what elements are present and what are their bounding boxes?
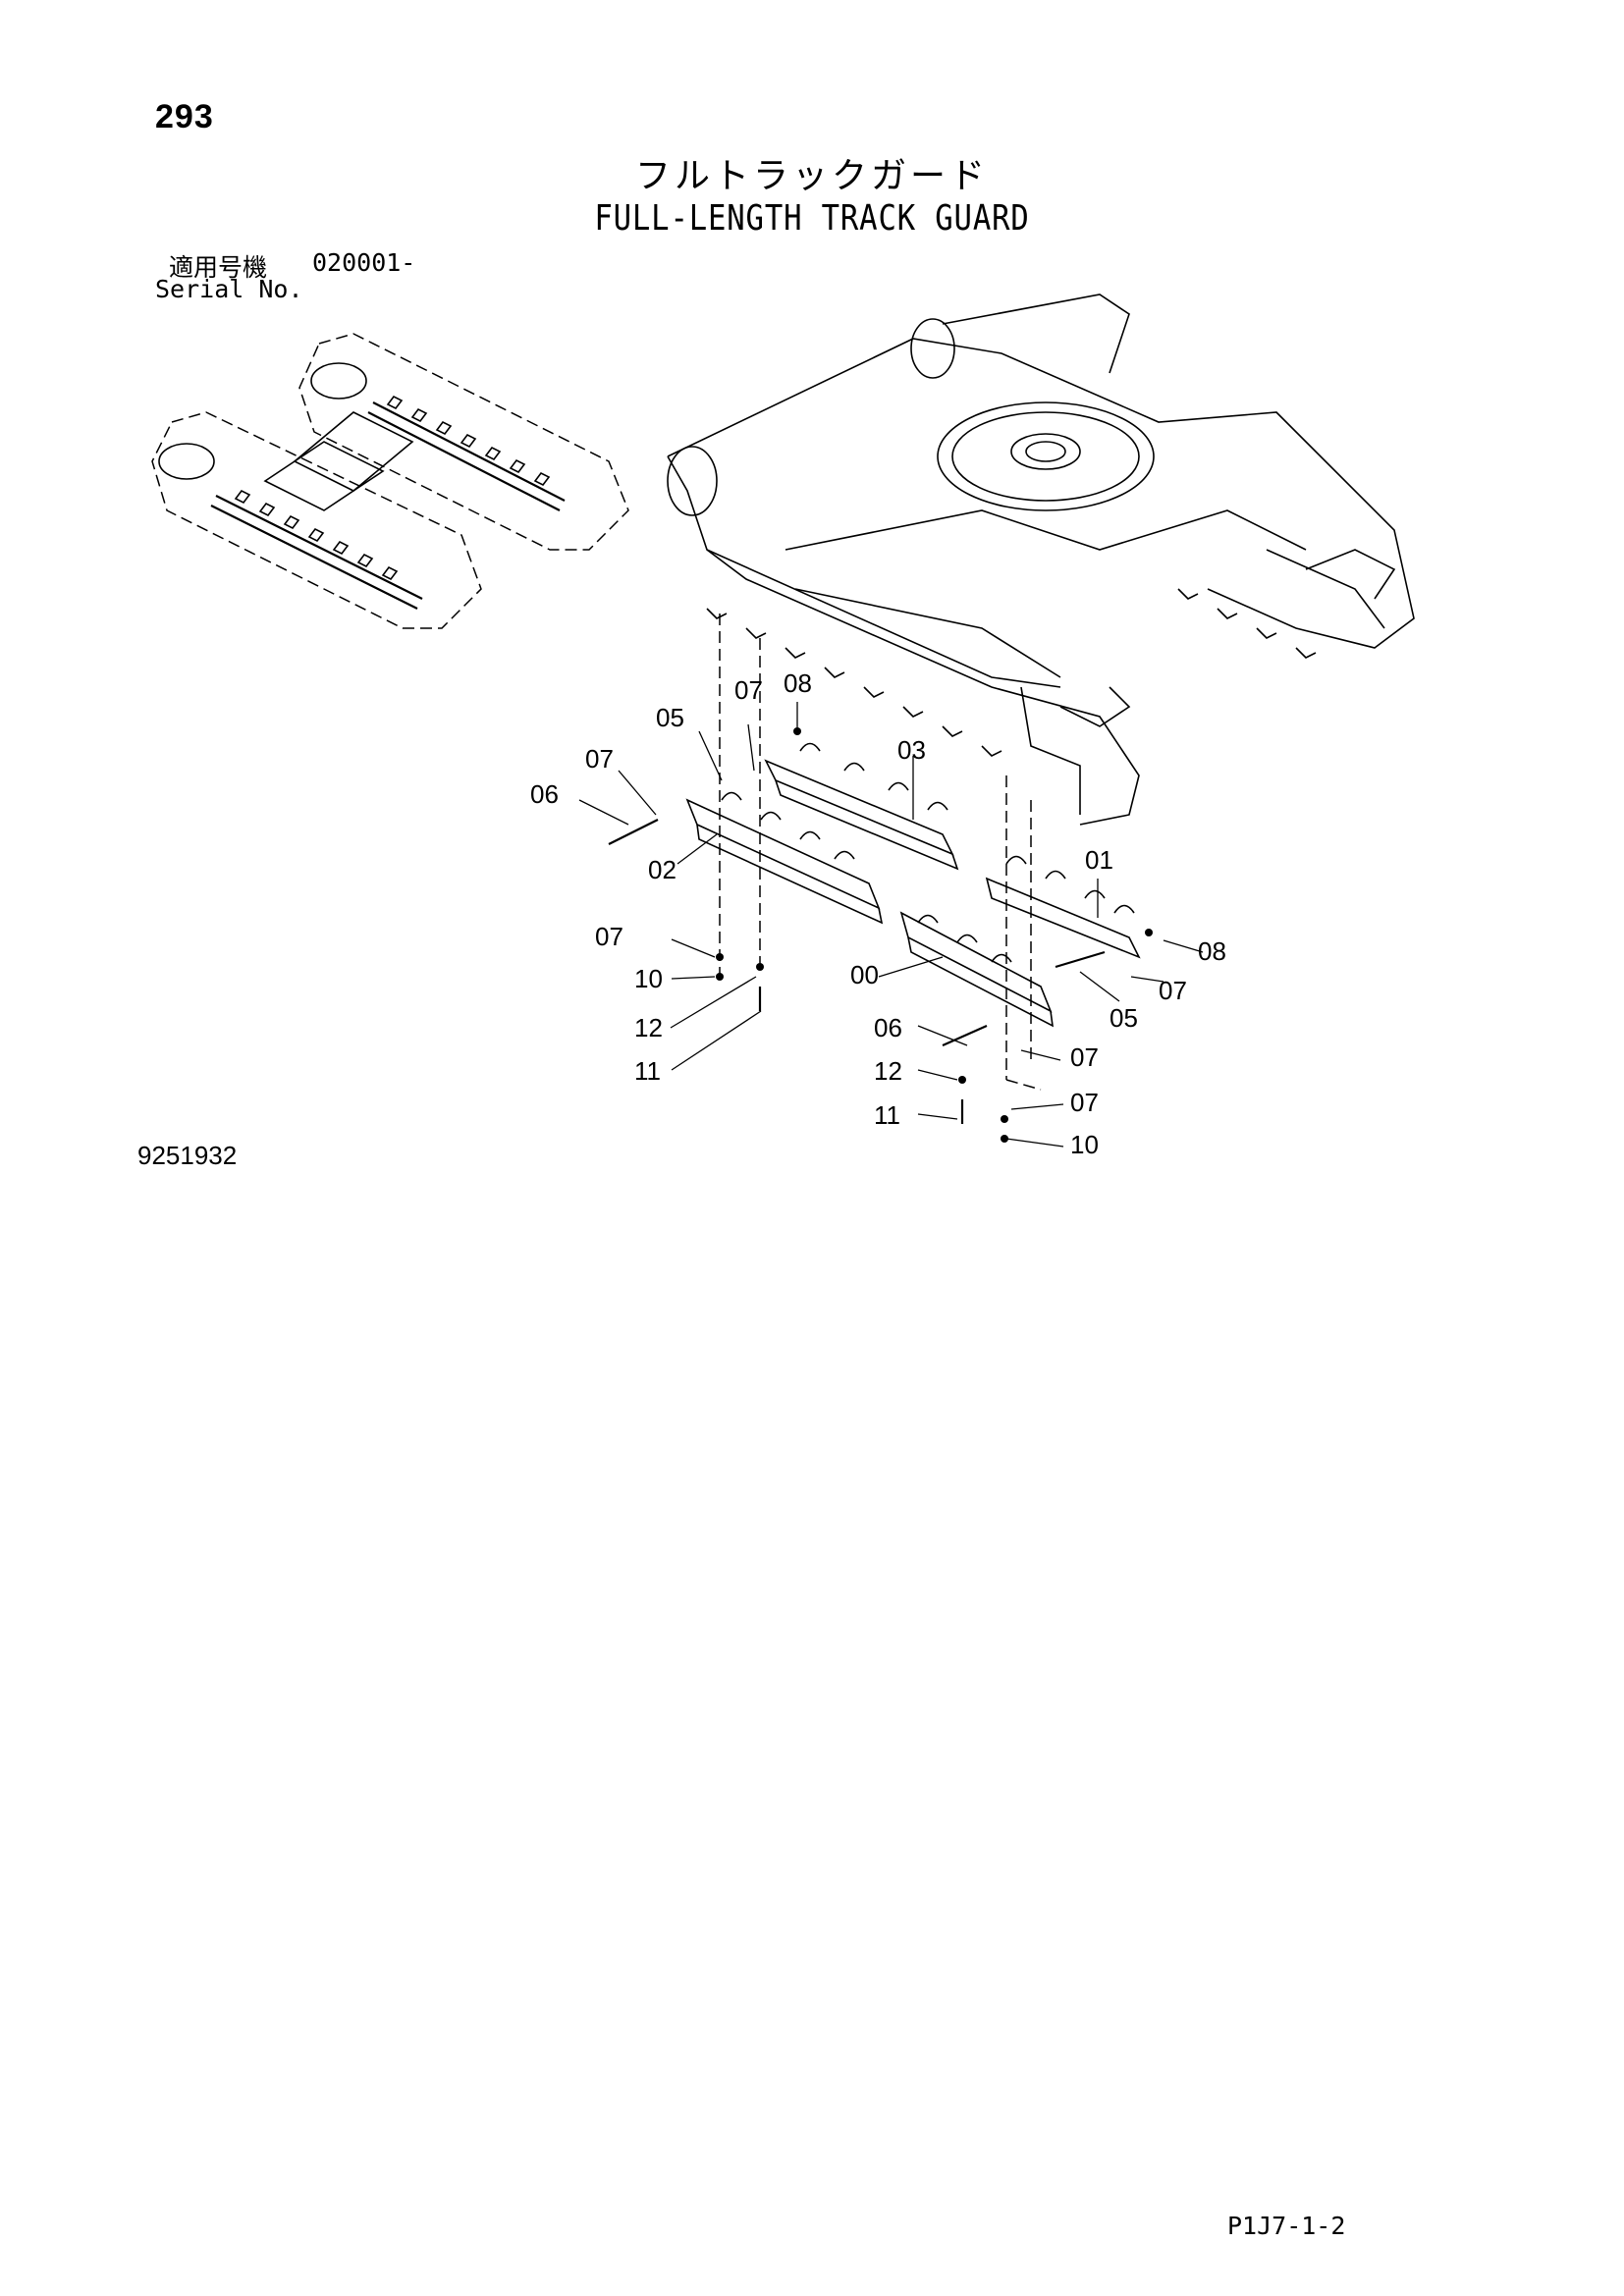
- leader-lines: [578, 702, 1204, 1148]
- callout-03: 03: [897, 735, 926, 765]
- drawing-number: 9251932: [137, 1141, 238, 1170]
- callout-10: 10: [1070, 1130, 1099, 1159]
- callout-06: 06: [874, 1013, 902, 1042]
- title-english: FULL-LENGTH TRACK GUARD: [594, 198, 1030, 239]
- serial-range: 020001-: [312, 248, 416, 277]
- serial-label-english: Serial No.: [155, 275, 303, 303]
- callout-07: 07: [585, 744, 614, 774]
- callout-01: 01: [1085, 845, 1113, 875]
- callout-07: 07: [1070, 1088, 1099, 1117]
- track-guard-03: [764, 742, 959, 871]
- callout-08: 08: [1198, 936, 1226, 966]
- callout-12: 12: [634, 1013, 663, 1042]
- callout-06: 06: [530, 779, 559, 809]
- pins-and-bolts: [608, 727, 1153, 1143]
- callout-11: 11: [634, 1056, 661, 1086]
- serial-label-japanese: 適用号機: [169, 253, 268, 282]
- track-overview-inset: [151, 333, 629, 629]
- callout-05: 05: [656, 703, 684, 732]
- callout-08: 08: [784, 668, 812, 698]
- callout-12: 12: [874, 1056, 902, 1086]
- callout-05: 05: [1110, 1003, 1138, 1033]
- callout-02: 02: [648, 855, 677, 884]
- callout-labels: 07 08 05 07 03 06 02 01 08 07 00 07 10 0…: [530, 668, 1226, 1159]
- callout-10: 10: [634, 964, 663, 993]
- callout-07: 07: [734, 675, 763, 705]
- track-guard-01: [985, 855, 1141, 959]
- callout-07: 07: [1070, 1042, 1099, 1072]
- callout-07: 07: [595, 922, 623, 951]
- callout-07: 07: [1159, 976, 1187, 1005]
- page-number: 293: [155, 98, 214, 135]
- undercarriage-frame: [667, 294, 1415, 826]
- title-japanese: フルトラックガード: [634, 156, 989, 196]
- page-code: P1J7-1-2: [1227, 2212, 1346, 2240]
- assembly-lines: [719, 614, 1042, 1091]
- track-guard-00: [899, 911, 1054, 1028]
- track-guard-02: [685, 791, 884, 925]
- callout-11: 11: [874, 1100, 900, 1130]
- callout-00: 00: [850, 960, 879, 989]
